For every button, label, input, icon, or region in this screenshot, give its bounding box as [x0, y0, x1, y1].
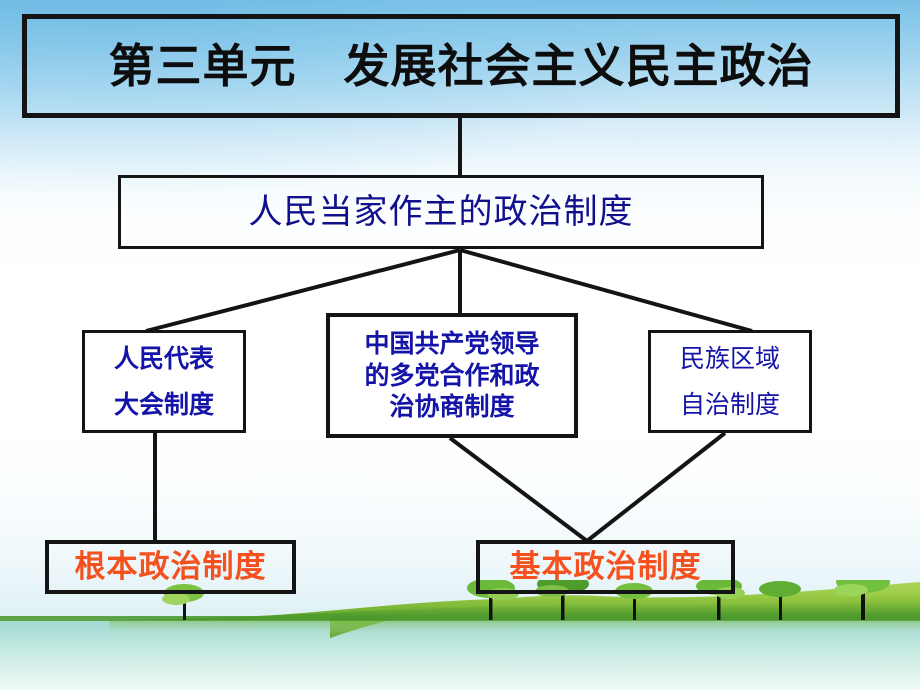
unit-title-box: 第三单元 发展社会主义民主政治: [22, 14, 900, 118]
result-fundamental-text: 根本政治制度: [74, 548, 267, 585]
node-box-npc: 人民代表 大会制度: [82, 330, 246, 433]
node-box-party: 中国共产党领导 的多党合作和政 治协商制度: [326, 313, 578, 438]
node-party-line2: 的多党合作和政: [364, 360, 540, 390]
result-box-fundamental: 根本政治制度: [45, 540, 296, 594]
node-party-line3: 治协商制度: [389, 392, 515, 422]
main-topic-box: 人民当家作主的政治制度: [118, 175, 764, 249]
unit-title-text: 第三单元 发展社会主义民主政治: [108, 38, 814, 93]
result-box-basic: 基本政治制度: [476, 540, 735, 594]
node-box-ethnic: 民族区域 自治制度: [648, 330, 812, 433]
result-basic-text: 基本政治制度: [509, 548, 702, 585]
hills-illustration: [0, 580, 920, 638]
node-npc-line1: 人民代表: [113, 344, 214, 373]
main-topic-text: 人民当家作主的政治制度: [248, 191, 634, 232]
node-ethnic-line2: 自治制度: [679, 389, 780, 419]
node-npc-line2: 大会制度: [113, 389, 214, 419]
node-party-line1: 中国共产党领导: [364, 329, 540, 359]
node-ethnic-line1: 民族区域: [679, 344, 780, 373]
